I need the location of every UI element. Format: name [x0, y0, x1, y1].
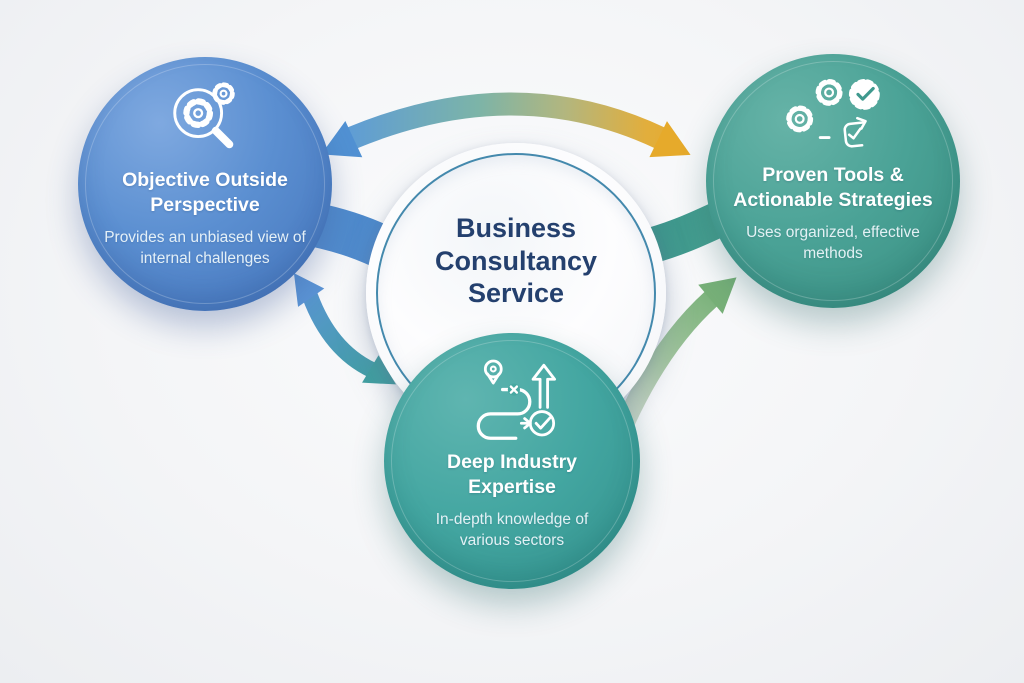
node-expertise-description: In-depth knowledge of various sectors — [435, 510, 589, 550]
node-tools-title: Proven Tools & Actionable Strategies — [733, 164, 933, 212]
node-objective: Objective Outside Perspective Provides a… — [78, 57, 332, 311]
node-expertise-title: Deep Industry Expertise — [446, 451, 578, 499]
node-expertise: Deep Industry Expertise In-depth knowled… — [384, 333, 640, 589]
arrow-objective-expertise-two-way — [293, 273, 397, 385]
route-check-icon — [476, 359, 556, 440]
node-tools-description: Uses organized, effective methods — [746, 223, 920, 263]
gears-check-icon — [786, 78, 880, 148]
node-objective-description: Provides an unbiased view of internal ch… — [104, 228, 306, 268]
center-title: Business Consultancy Service — [434, 213, 598, 309]
arrow-top-two-way — [321, 92, 691, 158]
magnifier-gear-icon — [173, 82, 235, 149]
node-tools: Proven Tools & Actionable Strategies Use… — [706, 54, 960, 308]
node-objective-title: Objective Outside Perspective — [122, 169, 288, 217]
